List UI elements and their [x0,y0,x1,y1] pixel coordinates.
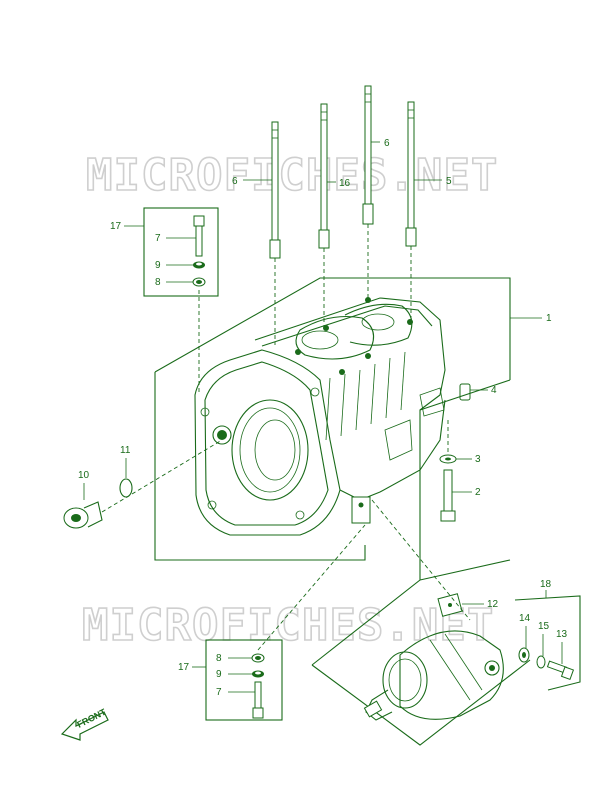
kit-18-box [514,595,581,691]
callout-7-top: 7 [155,233,161,244]
stud-center-right [362,85,374,225]
callout-14: 14 [519,613,531,624]
callout-11: 11 [120,445,131,456]
starter-frame-bottom [311,659,531,746]
callout-13: 13 [556,629,568,640]
callout-12: 12 [487,599,499,610]
starter-motor [363,630,504,721]
callout-9-top: 9 [155,260,161,271]
bolt-13 [546,660,575,681]
case-frame-top [154,277,511,380]
callout-7-bottom: 7 [216,687,222,698]
callout-2: 2 [475,487,481,498]
drain-plug [63,501,103,529]
starter-frame-mid [419,559,511,581]
callout-3: 3 [475,454,481,465]
stud-left [269,121,281,259]
kit-17-bottom-box [205,639,283,721]
callout-10: 10 [78,470,90,481]
watermark-bottom: MICROFICHES.NET [82,600,494,651]
crankcase [194,297,446,536]
front-arrow-icon: FRONT [60,707,109,741]
callout-1: 1 [546,313,552,324]
callout-8-top: 8 [155,277,161,288]
callout-6-left: 6 [232,176,238,187]
dowel-pin [459,383,471,401]
stud-center-left [318,103,330,249]
o-ring [119,478,133,498]
bolt-2 [440,469,456,522]
callout-17-bottom: 17 [178,662,190,673]
starter-frame-left [311,379,511,666]
callout-4: 4 [491,385,497,396]
callout-6-right: 6 [384,138,390,149]
stud-right [405,101,417,247]
callout-18: 18 [540,579,552,590]
kit-17-top-box [143,207,219,297]
callout-17-top: 17 [110,221,122,232]
bolt-top [193,215,205,257]
callout-5: 5 [446,176,452,187]
watermark-top: MICROFICHES.NET [86,150,498,201]
callout-16: 16 [339,178,351,189]
case-frame-left [154,372,366,561]
bolt-bottom [252,681,264,719]
callout-8-bottom: 8 [216,653,222,664]
washer-15 [536,655,546,669]
callout-9-bottom: 9 [216,669,222,680]
callout-15: 15 [538,621,550,632]
